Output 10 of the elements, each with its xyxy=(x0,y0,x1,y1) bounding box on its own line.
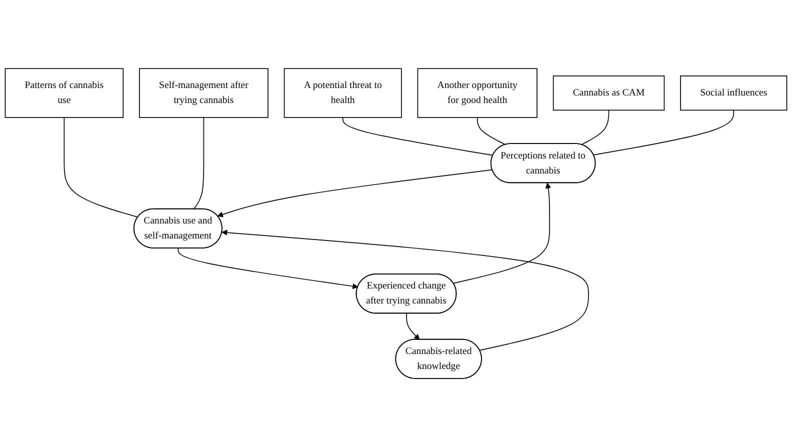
theme-ellipse: Experienced change after trying cannabis xyxy=(356,274,457,314)
subtheme-box: Patterns of cannabis use xyxy=(4,68,124,118)
subtheme-box: Cannabis as CAM xyxy=(552,76,665,111)
theme-ellipse: Cannabis use and self-management xyxy=(133,208,222,248)
subtheme-box: Another opportunity for good health xyxy=(417,68,538,118)
theme-ellipse: Perceptions related to cannabis xyxy=(490,143,596,184)
subtheme-box: Self-management after trying cannabis xyxy=(139,68,268,118)
subtheme-box: Social influences xyxy=(680,76,788,111)
subtheme-box: A potential threat to health xyxy=(284,68,402,118)
theme-ellipse: Cannabis-related knowledge xyxy=(395,338,482,379)
